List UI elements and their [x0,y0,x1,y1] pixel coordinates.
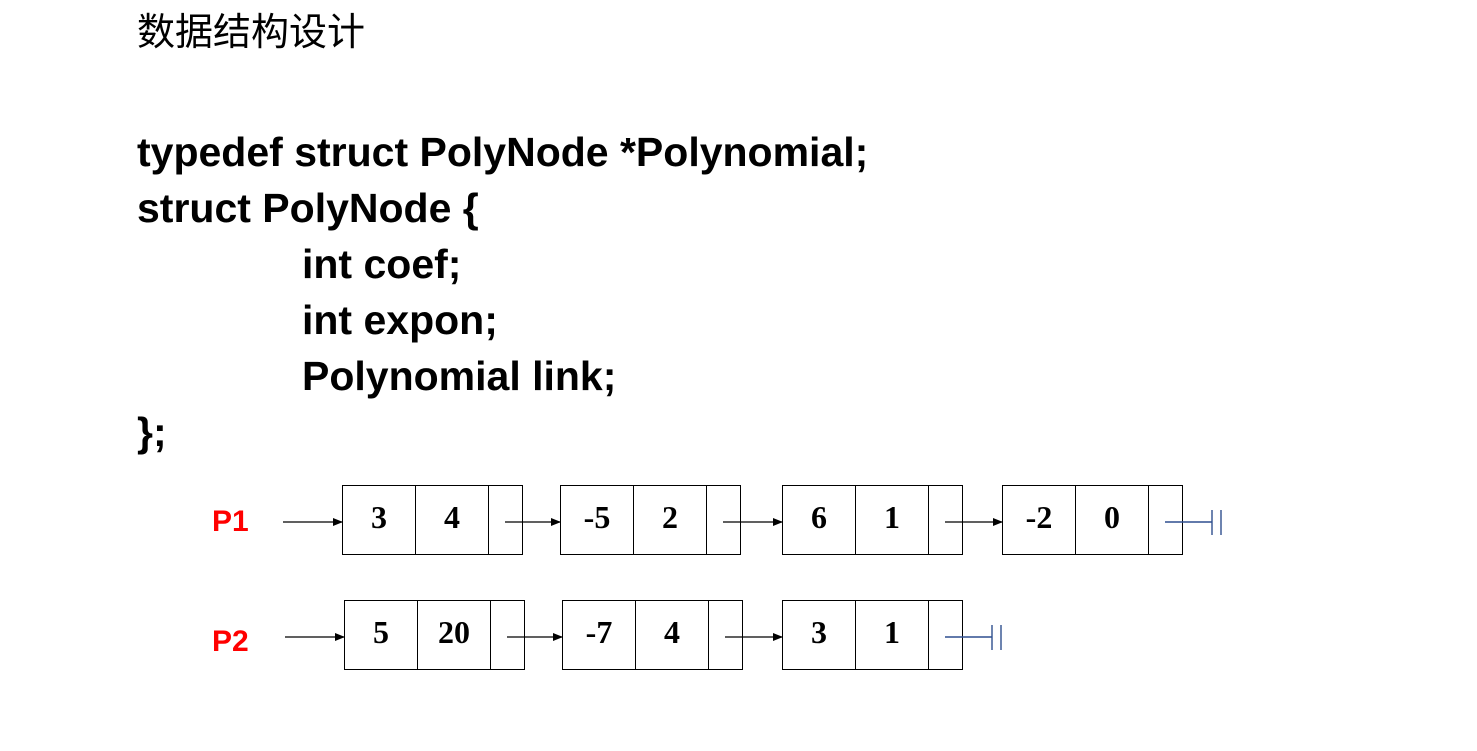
coef-cell: 3 [343,486,416,554]
p1-node-2: -5 2 [560,485,741,555]
expon-cell: 2 [634,486,707,554]
code-line-struct-close: }; [137,409,167,455]
coef-cell: 5 [345,601,418,669]
expon-cell: 20 [418,601,491,669]
coef-cell: -5 [561,486,634,554]
p2-node-1: 5 20 [344,600,525,670]
list-label-p1: P1 [212,505,249,538]
code-line-expon: int expon; [302,297,498,343]
coef-cell: 3 [783,601,856,669]
coef-cell: -7 [563,601,636,669]
expon-cell: 4 [636,601,709,669]
p2-null-terminator-icon [945,625,1002,650]
list-label-p2: P2 [212,625,249,658]
expon-cell: 4 [416,486,489,554]
expon-cell: 1 [856,486,929,554]
expon-cell: 1 [856,601,929,669]
coef-cell: -2 [1003,486,1076,554]
coef-cell: 6 [783,486,856,554]
p1-node-4: -2 0 [1002,485,1183,555]
p2-node-2: -7 4 [562,600,743,670]
slide-title: 数据结构设计 [137,10,366,54]
code-line-coef: int coef; [302,241,462,287]
code-line-struct-open: struct PolyNode { [137,185,479,231]
p1-null-terminator-icon [1165,510,1222,535]
code-block: typedef struct PolyNode *Polynomial; str… [137,124,868,460]
expon-cell: 0 [1076,486,1149,554]
code-line-link: Polynomial link; [302,353,617,399]
code-line-typedef: typedef struct PolyNode *Polynomial; [137,129,869,175]
